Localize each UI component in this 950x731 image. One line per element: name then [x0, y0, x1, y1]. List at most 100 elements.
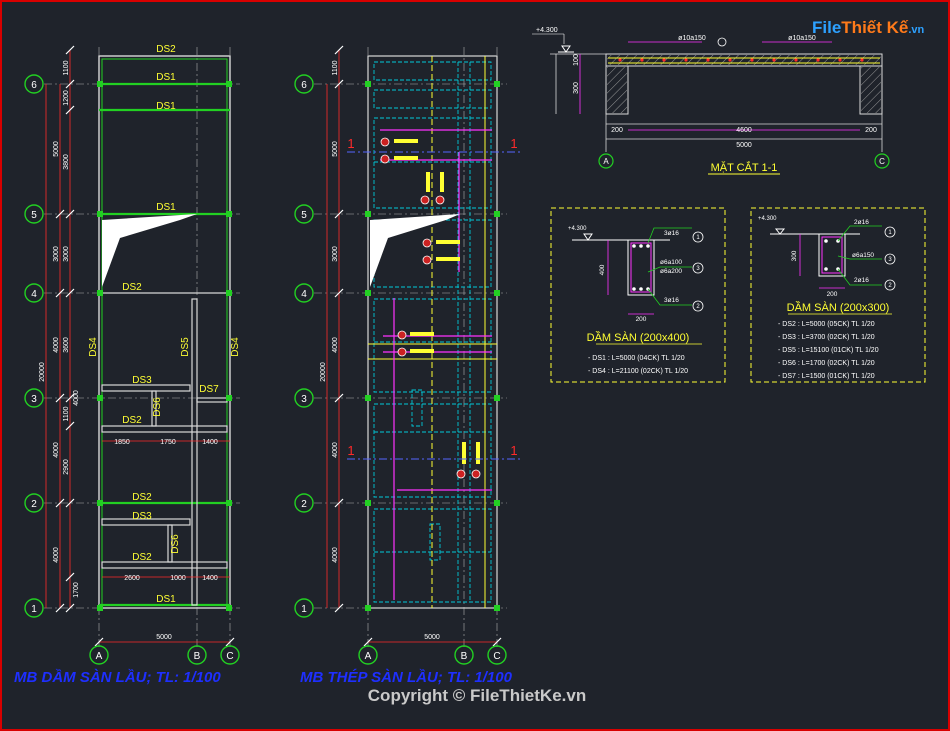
beam-label-ds6: DS6 [152, 397, 163, 417]
logo-part-file: File [812, 18, 842, 37]
beam-label-ds3: DS3 [132, 375, 152, 386]
beam-list-item: - DS4 : L=21100 (02CK) TL 1/20 [588, 368, 688, 375]
beam-label-ds2: DS2 [122, 282, 142, 293]
dim-text: 3000 [63, 246, 70, 262]
dim-text: 1100 [63, 60, 70, 75]
dim-text: 4000 [332, 337, 339, 353]
dim-text: 4000 [332, 547, 339, 563]
dim-text: 1850 [114, 439, 130, 446]
rebar-callout: ø6a100 [660, 259, 682, 266]
dim-text: 300 [573, 82, 580, 94]
beam-list-item: - DS2 : L=5000 (05CK) TL 1/20 [778, 321, 875, 328]
section-axis-a: A [603, 157, 609, 166]
grid-bubble-b: B [461, 651, 468, 662]
dim-text: 5000 [156, 634, 172, 641]
beam-label-ds1: DS1 [156, 202, 176, 213]
grid-bubble-3: 3 [301, 394, 307, 405]
section-title: MẶT CẮT 1-1 [711, 161, 778, 174]
dim-text: 4600 [736, 127, 752, 134]
beam-detail-200x400: +4.300 1 3 2 3ø16 ø6a100 ø6a200 3ø16 400… [550, 207, 726, 383]
left-plan-title: MB DẦM SÀN LẦU; TL: 1/100 [14, 669, 221, 686]
section-mark: 1 [510, 443, 517, 458]
dim-text: 200 [611, 127, 623, 134]
logo-part-vn: .vn [908, 24, 925, 36]
dim-text: 1100 [332, 60, 339, 75]
grid-bubble-6: 6 [301, 80, 307, 91]
grid-bubble-a: A [96, 651, 103, 662]
grid-bubble-6: 6 [31, 80, 37, 91]
beam-list-item: - DS1 : L=5000 (04CK) TL 1/20 [588, 355, 685, 362]
grid-bubble-4: 4 [301, 289, 307, 300]
beam-label-ds4: DS4 [88, 337, 99, 357]
dim-text: 2600 [124, 575, 140, 582]
level-mark: +4.300 [758, 216, 777, 222]
grid-bubble-3: 3 [31, 394, 37, 405]
beam-label-ds4: DS4 [230, 337, 241, 357]
rebar-marker: 3 [696, 266, 700, 272]
dim-text: 200 [636, 316, 647, 323]
grid-bubble-5: 5 [301, 210, 307, 221]
rebar-callout: 3ø16 [664, 297, 679, 304]
brand-logo: FileThiết Kế.vn [812, 18, 924, 38]
grid-bubble-2: 2 [301, 499, 307, 510]
rebar-marker: 1 [696, 235, 700, 241]
logo-part-thietke: Thiết Kế [841, 18, 909, 37]
grid-bubble-a: A [365, 651, 372, 662]
dim-text: 1400 [202, 575, 218, 582]
beam-detail-title: DẦM SÀN (200x400) [587, 331, 690, 344]
beam-label-ds2: DS2 [132, 552, 152, 563]
dim-text: 1200 [63, 90, 70, 106]
beam-label-ds1: DS1 [156, 72, 176, 83]
dim-text: 5000 [332, 141, 339, 157]
section-1-1: +4.300 100 300 200 4600 200 5000 ø10a150… [532, 27, 890, 175]
grid-bubble-c: C [493, 651, 500, 662]
grid-bubble-1: 1 [31, 604, 37, 615]
rebar-marker: 3 [888, 257, 892, 263]
beam-list-item: - DS5 : L=15100 (01CK) TL 1/20 [778, 347, 879, 354]
grid-bubble-5: 5 [31, 210, 37, 221]
left-floor-plan: DS2 DS1 DS1 DS1 DS2 DS3 DS2 DS7 DS2 DS3 … [24, 44, 241, 665]
dim-text: 1700 [73, 582, 80, 598]
grid-bubble-4: 4 [31, 289, 37, 300]
right-rebar-plan: 1 1 1 1 1100 5000 3000 4000 4000 4000 20… [294, 45, 520, 665]
dim-text: 3000 [332, 246, 339, 262]
rebar-marker: 1 [888, 230, 892, 236]
dim-text: 1000 [170, 575, 186, 582]
dim-text: 1400 [202, 439, 218, 446]
dim-text: 100 [573, 54, 580, 66]
beam-detail-200x300: +4.300 1 3 2 2ø16 ø6a150 2ø16 300 200 DẦ… [750, 207, 926, 383]
beam-label-ds1: DS1 [156, 101, 176, 112]
section-mark: 1 [347, 136, 354, 151]
dim-text: 1100 [63, 406, 70, 421]
section-mark: 1 [347, 443, 354, 458]
dim-text: 20000 [320, 362, 327, 382]
dim-text: 300 [791, 250, 798, 261]
dim-text: 20000 [39, 362, 46, 382]
rebar-callout: 3ø16 [664, 230, 679, 237]
rebar-callout: ø10a150 [678, 35, 706, 42]
dim-text: 4000 [53, 337, 60, 353]
right-plan-title: MB THÉP SÀN LẦU; TL: 1/100 [300, 669, 512, 686]
beam-label-ds1: DS1 [156, 594, 176, 605]
beam-label-ds5: DS5 [180, 337, 191, 357]
dim-text: 5000 [53, 141, 60, 157]
beam-label-ds6: DS6 [170, 534, 181, 554]
beam-label-ds2: DS2 [132, 492, 152, 503]
beam-label-ds3: DS3 [132, 511, 152, 522]
rebar-marker: 2 [888, 283, 892, 289]
rebar-marker: 2 [696, 304, 700, 310]
rebar-callout: 2ø16 [854, 277, 869, 284]
dim-text: 4000 [73, 390, 80, 406]
dim-text: 4000 [53, 442, 60, 458]
section-axis-c: C [879, 157, 885, 166]
dim-text: 200 [865, 127, 877, 134]
rebar-callout: ø6a200 [660, 268, 682, 275]
beam-label-ds2-top: DS2 [156, 44, 176, 55]
grid-bubble-c: C [226, 651, 233, 662]
dim-text: 3600 [63, 337, 70, 353]
beam-list-item: - DS3 : L=3700 (02CK) TL 1/20 [778, 334, 875, 341]
rebar-marker-icon [717, 37, 727, 47]
section-mark: 1 [510, 136, 517, 151]
